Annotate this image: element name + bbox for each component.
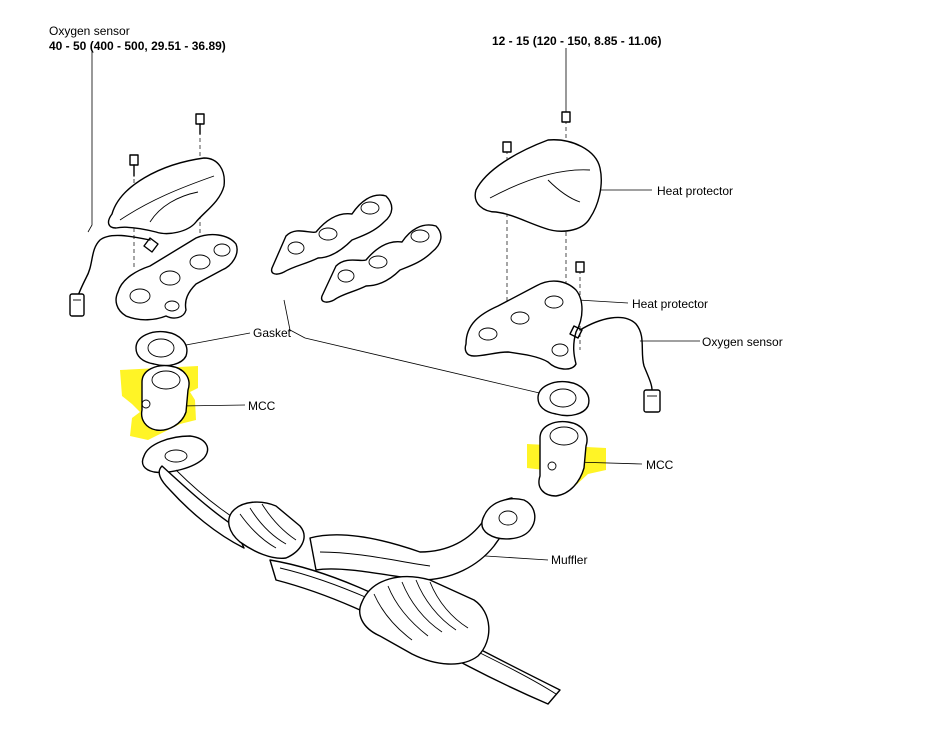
right-oxygen-sensor — [569, 316, 661, 413]
mcc-highlights — [120, 366, 606, 488]
label-oxygen-sensor-left: Oxygen sensor — [49, 24, 130, 38]
front-pipe — [158, 465, 245, 549]
gasket-left — [135, 330, 188, 367]
right-exhaust-manifold — [464, 280, 583, 370]
gasket-lower — [320, 224, 442, 303]
label-mcc-left: MCC — [248, 399, 276, 413]
label-bolt-torque-right: 12 - 15 (120 - 150, 8.85 - 11.06) — [492, 34, 662, 48]
label-gasket: Gasket — [253, 326, 292, 340]
label-heat-protector-lower: Heat protector — [632, 297, 709, 311]
label-mcc-right: MCC — [646, 458, 674, 472]
label-oxygen-sensor-left-torque: 40 - 50 (400 - 500, 29.51 - 36.89) — [49, 39, 226, 53]
gasket-right — [537, 380, 590, 417]
right-bolts — [502, 111, 585, 273]
right-pipe-flange — [481, 498, 536, 540]
label-muffler: Muffler — [551, 553, 588, 567]
left-oxygen-sensor — [69, 234, 159, 317]
label-heat-protector-upper: Heat protector — [657, 184, 734, 198]
gasket-upper — [270, 194, 393, 275]
left-heat-protector — [107, 157, 225, 235]
mcc-left — [140, 364, 190, 431]
label-oxygen-sensor-right: Oxygen sensor — [702, 335, 783, 349]
left-bellows — [228, 501, 305, 559]
mcc-right — [538, 420, 588, 497]
right-heat-protector — [474, 139, 602, 232]
left-exhaust-manifold — [115, 233, 238, 321]
left-bolts — [129, 113, 205, 177]
front-pipe-flange — [141, 435, 209, 474]
muffler-bellows — [359, 575, 490, 665]
